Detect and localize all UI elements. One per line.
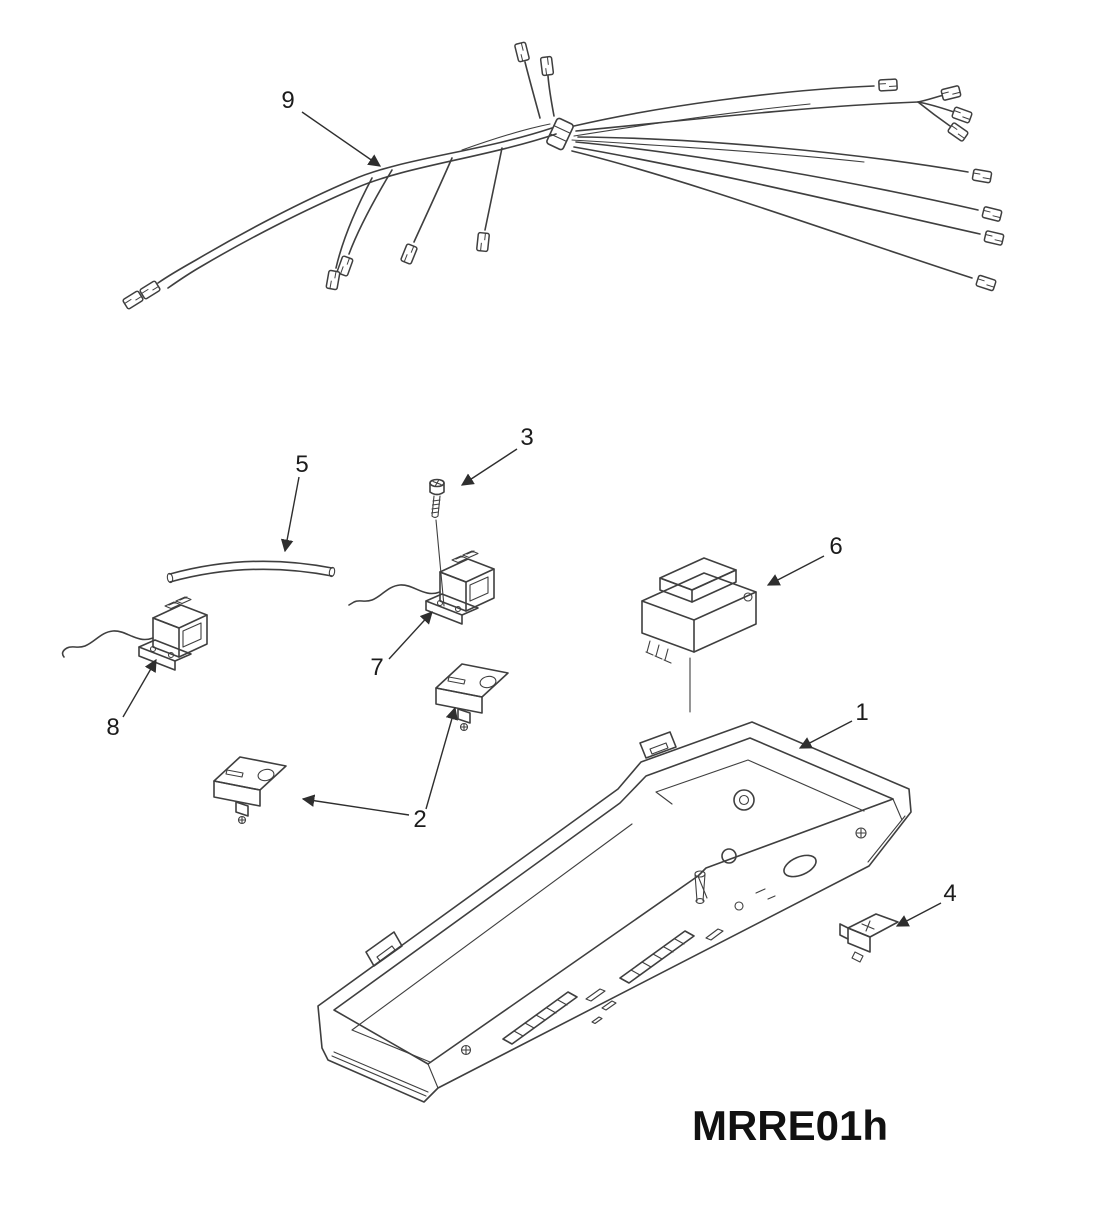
switch-terminals <box>451 550 479 564</box>
callout-6: 6 <box>829 533 842 560</box>
tray-pin <box>694 870 706 904</box>
diagram-code: MRRE01h <box>692 1102 888 1149</box>
harness-connector-icon <box>940 84 962 102</box>
harness-connector-icon <box>974 274 998 292</box>
harness-tie <box>546 117 574 151</box>
tube <box>166 560 336 584</box>
harness-connector-icon <box>121 289 145 311</box>
callouts: 9 5 3 6 7 8 2 1 4 <box>106 87 956 907</box>
harness-connector-icon <box>399 242 419 266</box>
timer-control <box>641 557 757 713</box>
callout-9: 9 <box>281 87 294 114</box>
screw <box>429 478 445 607</box>
harness-connector-icon <box>971 168 993 184</box>
clip-upper <box>435 663 509 732</box>
vent-slots-right <box>619 930 695 984</box>
harness-connector-icon <box>950 106 974 124</box>
harness-connector-icon <box>946 121 970 143</box>
callout-2: 2 <box>413 806 426 833</box>
switch-wire <box>61 630 154 658</box>
callout-3: 3 <box>520 424 533 451</box>
screw-axis-line <box>435 519 445 607</box>
timer-terminals <box>645 640 672 664</box>
switch-wire <box>348 584 441 606</box>
harness-connector-icon <box>539 55 555 77</box>
wire-harness <box>121 41 1005 311</box>
harness-connector-icon <box>513 41 531 63</box>
console-tray <box>317 721 912 1103</box>
leader-lines <box>122 111 942 927</box>
small-bracket <box>839 913 899 963</box>
callout-7: 7 <box>370 654 383 681</box>
switch-terminals <box>164 596 192 610</box>
harness-connector-icon <box>983 229 1005 247</box>
harness-connector-icon <box>325 269 341 291</box>
switch-upper <box>348 550 495 625</box>
callout-1: 1 <box>855 699 868 726</box>
callout-5: 5 <box>295 451 308 478</box>
harness-connector-icon <box>475 231 491 253</box>
harness-connector-icon <box>981 205 1003 223</box>
callout-4: 4 <box>943 880 956 907</box>
switch-left <box>61 596 208 671</box>
callout-8: 8 <box>106 714 119 741</box>
harness-connector-icon <box>877 78 899 92</box>
vent-slots-left <box>502 991 578 1045</box>
clip-lower <box>213 756 287 825</box>
